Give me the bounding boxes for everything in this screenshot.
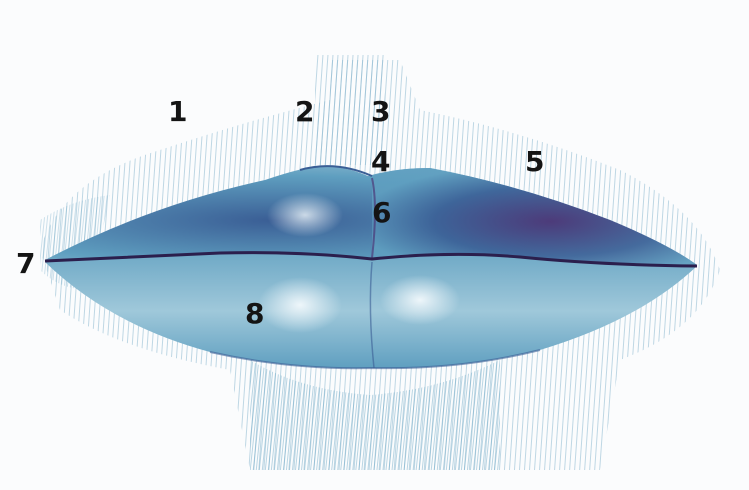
label-4: 4 [371, 148, 390, 176]
label-8: 8 [245, 300, 264, 328]
label-5: 5 [525, 148, 544, 176]
label-2: 2 [295, 98, 314, 126]
label-3: 3 [371, 98, 390, 126]
label-7: 7 [16, 250, 35, 278]
label-6: 6 [372, 199, 391, 227]
label-1: 1 [168, 98, 187, 126]
